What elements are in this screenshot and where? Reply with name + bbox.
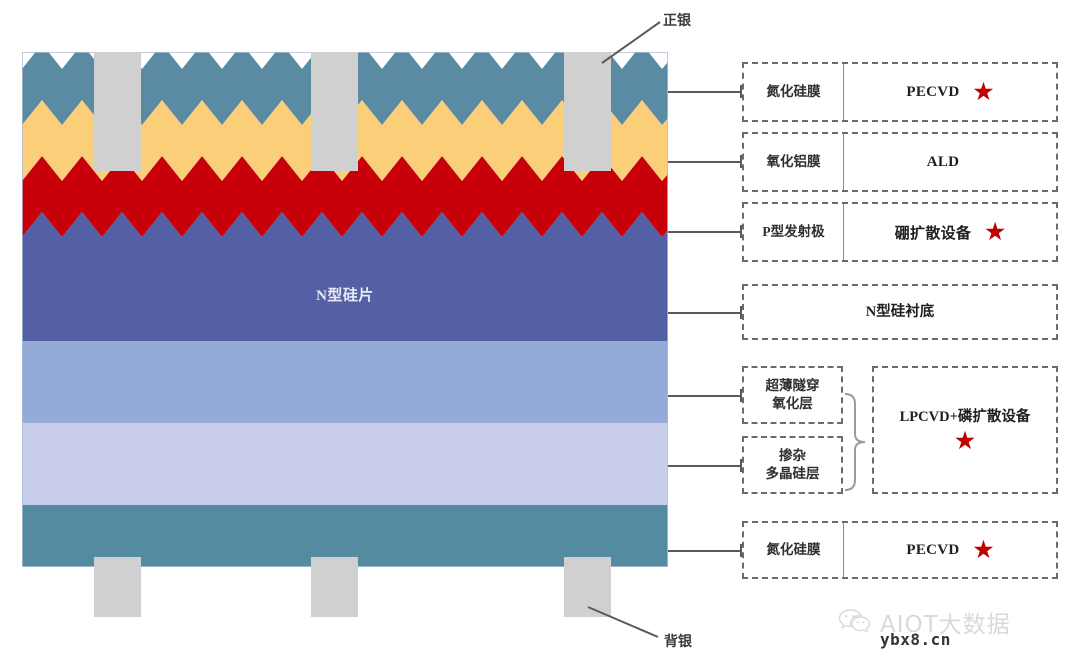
- leader-cap-p-emitter: [740, 225, 742, 238]
- legend-row-alumina[interactable]: 氧化铝膜 ALD: [742, 132, 1058, 192]
- legend-row-p-emitter[interactable]: P型发射极 硼扩散设备 ★: [742, 202, 1058, 262]
- leader-cap-doped-poly: [740, 459, 742, 472]
- star-icon: ★: [973, 79, 994, 104]
- watermark-brand: AIOT大数据: [880, 612, 1011, 638]
- leader-line-doped-poly: [668, 465, 742, 467]
- legend-row-tunnel-oxide[interactable]: 超薄隧穿 氧化层: [742, 366, 843, 424]
- star-icon: ★: [985, 219, 1006, 244]
- front-silver-finger: [311, 52, 358, 171]
- legend-tool-cell: PECVD ★: [844, 523, 1056, 577]
- legend-row-passivation-tool[interactable]: LPCVD+磷扩散设备 ★: [872, 366, 1058, 494]
- front-silver-contacts: [94, 52, 611, 171]
- legend-layer-name: 掺杂 多晶硅层: [765, 448, 820, 481]
- front-silver-finger: [564, 52, 611, 171]
- leader-line-rear-nitride: [668, 550, 742, 552]
- legend-tool-label: PECVD: [906, 541, 960, 558]
- legend-tool-cell: ALD: [844, 134, 1056, 190]
- cell-cross-section: [22, 52, 668, 567]
- legend-tool-label: LPCVD+磷扩散设备: [899, 408, 1031, 425]
- back-silver-tab: [311, 557, 358, 617]
- legend-row-doped-poly[interactable]: 掺杂 多晶硅层: [742, 436, 843, 494]
- front-silver-finger: [94, 52, 141, 171]
- legend-layer-name: 氮化硅膜: [744, 523, 844, 577]
- back-contact-tabs: [94, 557, 611, 617]
- front-contact-leader: [601, 21, 661, 64]
- leader-line-front-nitride: [668, 91, 742, 93]
- leader-line-p-emitter: [668, 231, 742, 233]
- leader-line-n-substrate: [668, 312, 742, 314]
- legend-layer-name: N型硅衬底: [865, 303, 935, 320]
- legend-tool-label: PECVD: [906, 83, 960, 100]
- leader-cap-alumina: [740, 155, 742, 168]
- legend-layer-name: 超薄隧穿 氧化层: [765, 378, 820, 411]
- legend-row-rear-nitride[interactable]: 氮化硅膜 PECVD ★: [742, 521, 1058, 579]
- leader-cap-rear-nitride: [740, 544, 742, 557]
- legend-tool-label: ALD: [926, 153, 960, 170]
- back-silver-tab: [564, 557, 611, 617]
- layer-rear-nitride: [22, 505, 668, 567]
- leader-cap-n-substrate: [740, 306, 742, 319]
- leader-line-tunnel-oxide: [668, 395, 742, 397]
- layer-tunnel-oxide: [22, 341, 668, 423]
- star-icon: ★: [955, 428, 975, 454]
- cell-layer-stack-svg: [22, 52, 668, 567]
- layer-n-wafer: [22, 212, 668, 341]
- legend-tool-cell: PECVD ★: [844, 64, 1056, 120]
- legend-layer-name: 氧化铝膜: [744, 134, 844, 190]
- legend-row-n-substrate[interactable]: N型硅衬底: [742, 284, 1058, 340]
- wechat-icon: [838, 609, 871, 633]
- legend-tool-cell: LPCVD+磷扩散设备 ★: [874, 368, 1056, 492]
- watermark-domain: ybx8.cn: [880, 630, 951, 649]
- legend-row-front-nitride[interactable]: 氮化硅膜 PECVD ★: [742, 62, 1058, 122]
- star-icon: ★: [973, 537, 994, 562]
- back-silver-tab: [94, 557, 141, 617]
- legend-tool-cell: 硼扩散设备 ★: [844, 204, 1056, 260]
- layer-p-emitter: [22, 156, 668, 237]
- leader-cap-tunnel-oxide: [740, 389, 742, 402]
- watermark: AIOT大数据 ybx8.cn: [838, 605, 1011, 649]
- front-contact-label: 正银: [663, 14, 691, 29]
- back-contact-leader: [587, 606, 659, 638]
- leader-line-alumina: [668, 161, 742, 163]
- leader-cap-front-nitride: [740, 85, 742, 98]
- legend-brace: [844, 393, 866, 491]
- legend-tool-label: 硼扩散设备: [894, 225, 972, 242]
- back-contact-label: 背银: [664, 635, 692, 650]
- legend-layer-name: 氮化硅膜: [744, 64, 844, 120]
- layer-doped-poly: [22, 423, 668, 505]
- legend-layer-name: P型发射极: [744, 204, 844, 260]
